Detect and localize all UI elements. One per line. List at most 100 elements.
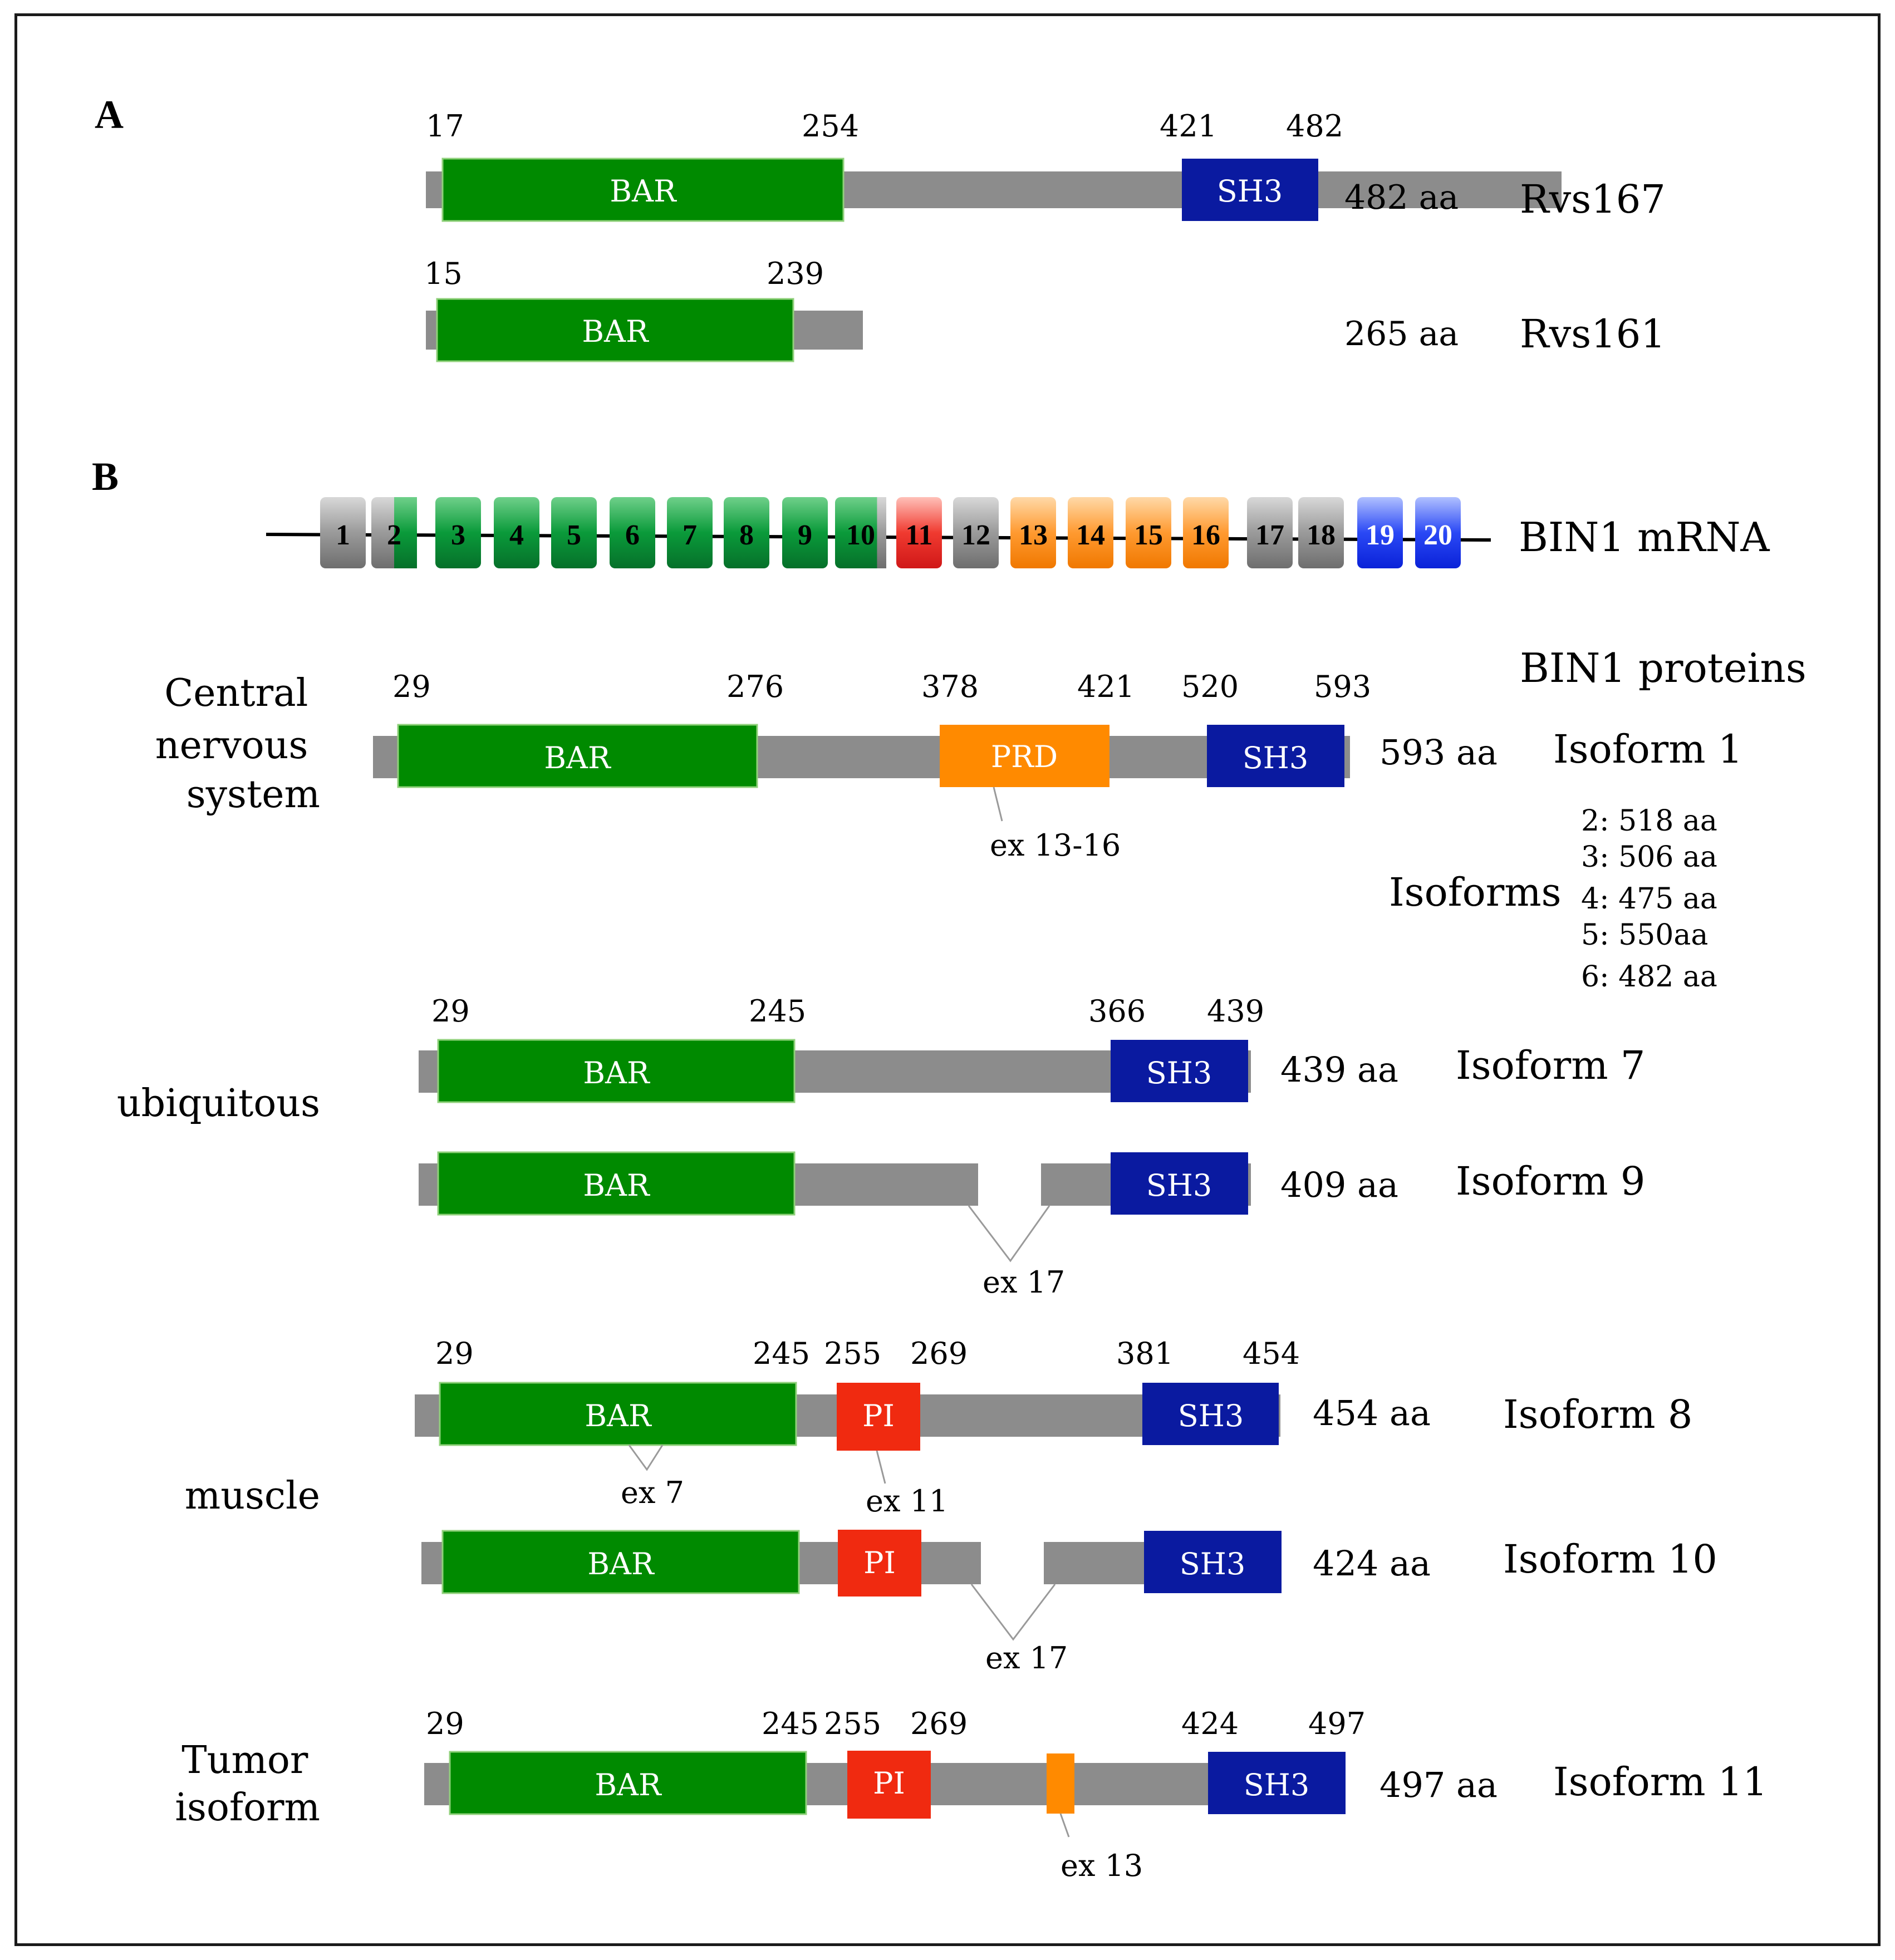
tissue-label-tumor: Tumor isoform xyxy=(175,1738,320,1830)
sh3-domain xyxy=(1182,159,1318,221)
exon-note-pointer xyxy=(876,1450,886,1484)
exon-note: ex 13 xyxy=(1061,1848,1143,1883)
bar-domain xyxy=(441,1530,800,1594)
bar-domain xyxy=(439,1382,797,1446)
exon-box xyxy=(551,497,597,568)
mrna-exon: 16 xyxy=(1183,497,1229,568)
bar-domain xyxy=(397,724,758,788)
splice-junction-line xyxy=(970,1584,1056,1641)
position-label: 17 xyxy=(426,109,464,144)
exon-box-part xyxy=(877,497,886,568)
isoform-name: Isoform 11 xyxy=(1553,1759,1768,1805)
isoform-7-protein: BAR SH3 xyxy=(419,1039,1251,1103)
rvs167-protein: BAR SH3 xyxy=(426,158,1562,222)
tissue-label-line: isoform xyxy=(175,1786,320,1830)
mrna-exon: 2 xyxy=(371,497,417,568)
sh3-domain-label: SH3 xyxy=(1146,1055,1212,1090)
mrna-exon: 14 xyxy=(1068,497,1113,568)
mrna-exon: 11 xyxy=(896,497,942,568)
mrna-exon: 13 xyxy=(1010,497,1056,568)
exon-note: ex 11 xyxy=(866,1483,948,1519)
exon-number: 9 xyxy=(798,519,812,551)
tissue-label-muscle: muscle xyxy=(185,1474,320,1518)
position-label: 15 xyxy=(424,256,463,291)
exon-box xyxy=(494,497,539,568)
exon-number: 12 xyxy=(961,519,990,551)
exon-box xyxy=(667,497,713,568)
exon-box xyxy=(1068,497,1113,568)
bar-domain-label: BAR xyxy=(583,1168,650,1203)
isoform-length-item: 6: 482 aa xyxy=(1581,960,1717,994)
isoform-length-item: 4: 475 aa xyxy=(1581,882,1717,916)
bar-domain-label: BAR xyxy=(582,314,649,349)
protein-length: 424 aa xyxy=(1313,1543,1431,1584)
sh3-domain-label: SH3 xyxy=(1178,1398,1244,1433)
exon-number: 6 xyxy=(625,519,640,551)
protein-length: 409 aa xyxy=(1280,1165,1398,1205)
isoform-length-item: 2: 518 aa xyxy=(1581,804,1717,838)
exon-note: ex 7 xyxy=(621,1475,684,1510)
isoform-name: Isoform 9 xyxy=(1456,1158,1645,1204)
exon-box xyxy=(1183,497,1229,568)
mrna-exon: 19 xyxy=(1357,497,1403,568)
prd-domain xyxy=(940,725,1109,787)
mrna-exon: 1 xyxy=(320,497,366,568)
position-label: 378 xyxy=(921,669,979,704)
sh3-domain xyxy=(1208,1752,1346,1814)
mrna-exon: 8 xyxy=(724,497,769,568)
isoform-10-protein: BAR PI SH3 xyxy=(421,1530,1282,1597)
tissue-label-line: system xyxy=(186,773,320,817)
exon-box xyxy=(1010,497,1056,568)
sh3-domain-label: SH3 xyxy=(1146,1168,1212,1203)
isoform-8-protein: BAR PI SH3 xyxy=(415,1382,1280,1451)
mrna-exon: 18 xyxy=(1298,497,1344,568)
bar-domain xyxy=(449,1751,807,1815)
bar-domain xyxy=(441,158,845,222)
tissue-label-cns: Central nervous system xyxy=(155,671,320,817)
exon-number: 5 xyxy=(567,519,581,551)
sh3-domain xyxy=(1111,1152,1248,1215)
exon-number: 15 xyxy=(1134,519,1163,551)
exon-note: ex 17 xyxy=(983,1265,1065,1300)
isoform-1-protein: BAR PRD SH3 xyxy=(373,724,1350,788)
exon-number: 10 xyxy=(846,519,875,551)
protein-length: 593 aa xyxy=(1379,732,1498,773)
protein-name: Rvs167 xyxy=(1520,176,1666,222)
splice-junction-line xyxy=(628,1445,664,1471)
isoform-name: Isoform 1 xyxy=(1553,726,1742,772)
mrna-label: BIN1 mRNA xyxy=(1519,514,1770,561)
prd-domain-label: PRD xyxy=(991,739,1058,774)
position-label: 276 xyxy=(726,669,784,704)
tissue-label-line: nervous xyxy=(155,724,308,768)
isoform-length-item: 5: 550aa xyxy=(1581,918,1708,952)
sh3-domain xyxy=(1142,1383,1279,1445)
position-label: 29 xyxy=(431,994,470,1029)
position-label: 381 xyxy=(1116,1336,1174,1371)
splice-junction-line xyxy=(968,1205,1050,1263)
panel-a-label: A xyxy=(95,92,124,137)
exon-box xyxy=(724,497,769,568)
tissue-label-line: Central xyxy=(164,671,308,715)
pi-domain-label: PI xyxy=(862,1398,895,1433)
exon-number: 17 xyxy=(1255,519,1284,551)
mrna-exon: 15 xyxy=(1126,497,1171,568)
exon-box xyxy=(953,497,999,568)
bar-domain-label: BAR xyxy=(587,1546,655,1581)
position-label: 366 xyxy=(1088,994,1146,1029)
isoform-9-protein: BAR SH3 xyxy=(419,1151,1251,1216)
mrna-exon: 20 xyxy=(1415,497,1461,568)
position-label: 421 xyxy=(1160,109,1217,144)
position-label: 29 xyxy=(435,1336,474,1371)
position-label: 454 xyxy=(1243,1336,1300,1371)
pi-domain xyxy=(838,1530,921,1597)
exon-note: ex 13-16 xyxy=(990,828,1121,863)
exon-box xyxy=(1298,497,1344,568)
protein-length: 454 aa xyxy=(1313,1393,1431,1433)
sh3-domain-label: SH3 xyxy=(1243,740,1308,775)
bar-domain-label: BAR xyxy=(585,1398,652,1433)
pi-domain xyxy=(837,1383,920,1451)
pi-domain-label: PI xyxy=(873,1766,905,1801)
mrna-exon: 3 xyxy=(435,497,481,568)
